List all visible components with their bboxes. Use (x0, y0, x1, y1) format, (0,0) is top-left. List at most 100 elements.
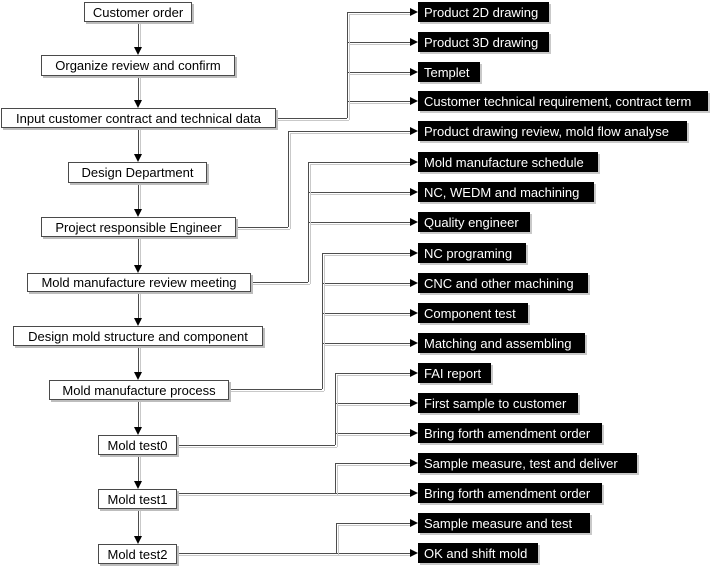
arrow-down-icon (134, 318, 142, 326)
connector-line (138, 22, 139, 48)
arrow-right-icon (410, 399, 418, 407)
flow-output-box: Sample measure and test (418, 513, 590, 533)
arrow-down-icon (134, 100, 142, 108)
flow-step-box: Mold manufacture process (49, 380, 229, 400)
arrow-down-icon (134, 372, 142, 380)
connector-line (138, 128, 139, 155)
arrow-down-icon (134, 427, 142, 435)
connector-line (336, 553, 410, 554)
flow-output-box: Product drawing review, mold flow analys… (418, 121, 687, 141)
connector-line (229, 389, 322, 390)
connector-line (138, 292, 139, 319)
flow-step-box: Organize review and confirm (41, 55, 235, 76)
flow-step-box: Project responsible Engineer (41, 217, 236, 237)
arrow-down-icon (134, 481, 142, 489)
flow-output-box: Bring forth amendment order (418, 423, 602, 443)
flow-output-box: Product 3D drawing (418, 32, 549, 52)
arrow-right-icon (410, 369, 418, 377)
flow-step-box: Input customer contract and technical da… (1, 108, 276, 128)
flow-output-box: Component test (418, 303, 528, 323)
connector-line (322, 343, 410, 344)
flow-output-box: Sample measure, test and deliver (418, 453, 637, 473)
connector-line (138, 400, 139, 428)
arrow-right-icon (410, 158, 418, 166)
connector-line (308, 162, 410, 163)
flow-output-box: NC, WEDM and machining (418, 182, 594, 202)
connector-line (347, 42, 410, 43)
arrow-right-icon (410, 309, 418, 317)
arrow-right-icon (410, 519, 418, 527)
flow-output-box: OK and shift mold (418, 543, 538, 563)
connector-line (335, 373, 410, 374)
connector-line (138, 76, 139, 101)
connector-line (347, 101, 410, 102)
flow-output-box: Product 2D drawing (418, 2, 549, 22)
connector-line (335, 373, 336, 445)
connector-line (288, 131, 289, 227)
flow-output-box: First sample to customer (418, 393, 578, 413)
arrow-right-icon (410, 97, 418, 105)
arrow-right-icon (410, 549, 418, 557)
connector-line (347, 72, 410, 73)
connector-line (335, 403, 410, 404)
arrow-right-icon (410, 38, 418, 46)
connector-line (138, 346, 139, 373)
connector-line (335, 433, 410, 434)
arrow-down-icon (134, 265, 142, 273)
flow-step-box: Mold test2 (98, 544, 177, 564)
flow-output-box: Mold manufacture schedule (418, 152, 598, 172)
connector-line (177, 553, 336, 554)
connector-line (251, 282, 308, 283)
flow-output-box: Matching and assembling (418, 333, 585, 353)
arrow-down-icon (134, 536, 142, 544)
connector-line (276, 118, 347, 119)
flow-output-box: Quality engineer (418, 212, 530, 232)
connector-line (288, 131, 410, 132)
arrow-right-icon (410, 489, 418, 497)
connector-line (335, 463, 336, 493)
connector-line (335, 463, 410, 464)
connector-line (308, 222, 410, 223)
flow-step-box: Customer order (84, 2, 192, 22)
connector-line (138, 237, 139, 266)
arrow-right-icon (410, 218, 418, 226)
flow-output-box: Customer technical requirement, contract… (418, 91, 708, 111)
connector-line (138, 455, 139, 482)
flow-step-box: Design mold structure and component (13, 326, 263, 346)
connector-line (236, 227, 288, 228)
arrow-down-icon (134, 154, 142, 162)
arrow-right-icon (410, 459, 418, 467)
connector-line (335, 493, 410, 494)
connector-line (347, 12, 410, 13)
arrow-right-icon (410, 8, 418, 16)
connector-line (336, 523, 410, 524)
flow-output-box: Templet (418, 62, 480, 82)
connector-line (322, 283, 410, 284)
connector-line (322, 313, 410, 314)
flow-step-box: Design Department (68, 162, 207, 183)
arrow-right-icon (410, 249, 418, 257)
connector-line (177, 493, 335, 494)
arrow-right-icon (410, 127, 418, 135)
arrow-right-icon (410, 188, 418, 196)
connector-line (322, 253, 323, 389)
arrow-right-icon (410, 68, 418, 76)
arrow-down-icon (134, 209, 142, 217)
connector-line (138, 509, 139, 537)
connector-line (347, 12, 348, 118)
arrow-right-icon (410, 279, 418, 287)
connector-line (177, 445, 335, 446)
flow-step-box: Mold manufacture review meeting (27, 273, 251, 292)
arrow-right-icon (410, 429, 418, 437)
connector-line (322, 253, 410, 254)
connector-line (138, 183, 139, 210)
connector-line (308, 192, 410, 193)
connector-line (336, 523, 337, 553)
flow-step-box: Mold test1 (98, 489, 177, 509)
flow-output-box: NC programing (418, 243, 526, 263)
arrow-down-icon (134, 47, 142, 55)
arrow-right-icon (410, 339, 418, 347)
flow-output-box: Bring forth amendment order (418, 483, 602, 503)
flow-output-box: FAI report (418, 363, 491, 383)
